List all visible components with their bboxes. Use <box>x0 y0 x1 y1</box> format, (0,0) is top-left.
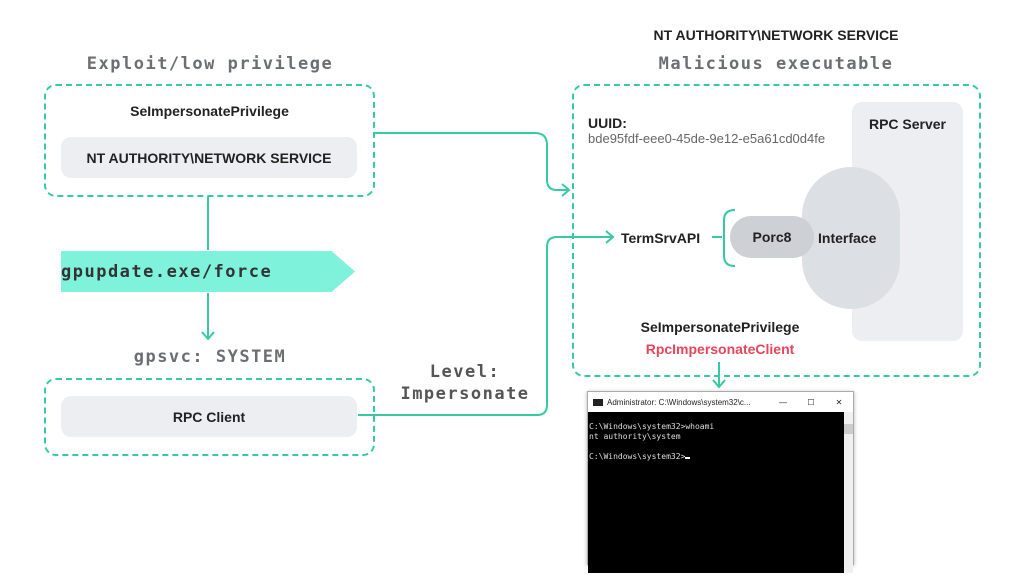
connector-line <box>358 236 612 416</box>
scrollbar-thumb[interactable] <box>844 424 853 434</box>
api-label: TermSrvAPI <box>621 230 701 246</box>
rpc-client-pill: RPC Client <box>61 396 357 437</box>
top-label: NT AUTHORITY\NETWORK SERVICE <box>653 27 899 43</box>
uuid-value: bde95fdf-eee0-45de-9e12-e5a61cd0d4fe <box>588 131 826 146</box>
malicious-box <box>572 84 981 377</box>
arrow-head <box>561 183 571 197</box>
close-icon[interactable]: ✕ <box>835 397 843 407</box>
command-text: gpupdate.exe/force <box>61 262 273 282</box>
level-line1: Level: <box>429 362 501 382</box>
scrollbar[interactable] <box>844 412 853 573</box>
terminal-titlebar: Administrator: C:\Windows\system32\c... … <box>588 392 853 412</box>
arrow-head <box>201 331 215 341</box>
cmd-icon <box>593 398 603 406</box>
porc8-pill: Porc8 <box>730 216 814 258</box>
bracket <box>712 209 736 267</box>
privilege-label: SeImpersonatePrivilege <box>130 103 289 119</box>
interface-blob <box>802 167 900 309</box>
account-pill: NT AUTHORITY\NETWORK SERVICE <box>61 137 357 178</box>
right-header: Malicious executable <box>658 54 894 74</box>
impersonate-call: RpcImpersonateClient <box>645 341 795 357</box>
terminal-line: C:\Windows\system32>whoami <box>589 422 715 431</box>
rpc-server-label: RPC Server <box>868 116 947 132</box>
server-privilege: SeImpersonatePrivilege <box>640 319 800 335</box>
uuid-label: UUID: <box>588 115 627 131</box>
left-header: Exploit/low privilege <box>86 54 334 74</box>
service-box <box>44 378 375 456</box>
exploit-box <box>44 84 375 197</box>
terminal-output[interactable]: C:\Windows\system32>whoami nt authority\… <box>588 412 853 573</box>
arrow-down <box>712 362 726 389</box>
interface-label: Interface <box>818 230 877 246</box>
service-header: gpsvc: SYSTEM <box>133 347 287 367</box>
command-banner <box>61 251 355 292</box>
terminal-line: C:\Windows\system32> <box>589 452 686 461</box>
cursor <box>685 457 691 459</box>
maximize-icon[interactable]: ☐ <box>807 397 815 407</box>
arrow-head <box>605 230 615 244</box>
terminal-line: nt authority\system <box>589 432 681 441</box>
terminal-title: Administrator: C:\Windows\system32\c... <box>607 397 751 407</box>
connector-line <box>375 132 568 191</box>
minimize-icon[interactable]: — <box>779 397 787 407</box>
terminal-line <box>589 442 853 452</box>
terminal-window: Administrator: C:\Windows\system32\c... … <box>587 391 854 573</box>
level-line2: Impersonate <box>400 384 530 404</box>
